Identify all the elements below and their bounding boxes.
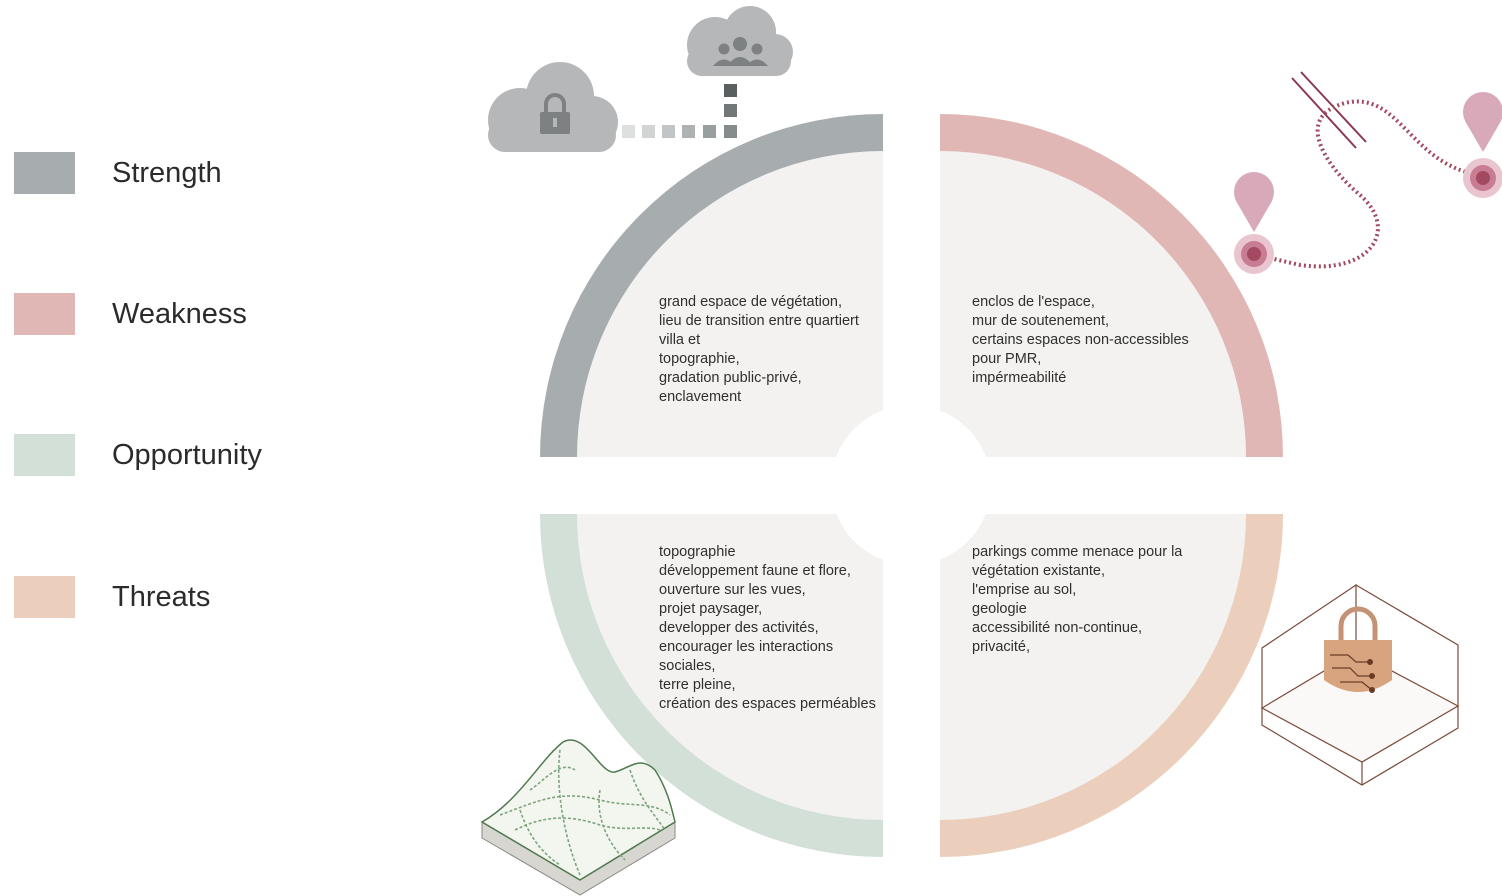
text-line: geologie [972,601,1027,617]
text-line: encourager les interactions [659,639,834,655]
strength-text: grand espace de végétation, lieu de trans… [659,293,859,407]
text-line: enclavement [659,389,742,405]
terrain-block-icon [480,739,676,896]
route-map-pins-icon [1234,71,1502,274]
legend-swatch-opportunity [14,434,75,476]
text-line: accessibilité non-continue, [972,620,1143,636]
opportunity-text: topographie développement faune et flore,… [659,543,876,714]
quadrant-weakness [940,114,1283,457]
text-line: ouverture sur les vues, [659,582,806,598]
text-line: gradation public-privé, [659,370,802,386]
center-hole [831,405,991,565]
text-line: impérmeabilité [972,370,1067,386]
legend-label-weakness: Weakness [112,297,247,330]
legend-label-opportunity: Opportunity [112,438,262,471]
text-line: villa et [659,332,701,348]
text-line: création des espaces perméables [659,696,876,712]
text-line: developper des activités, [659,620,819,636]
quadrant-threats-inner [940,514,1246,820]
quadrant-weakness-inner [940,151,1246,457]
legend-item-threats: Threats [14,575,210,619]
legend-item-opportunity: Opportunity [14,433,262,477]
text-line: certains espaces non-accessibles [972,332,1189,348]
text-line: enclos de l'espace, [972,294,1095,310]
legend-swatch-weakness [14,293,75,335]
text-line: l'emprise au sol, [972,582,1077,598]
text-line: végétation existante, [972,563,1106,579]
threats-text: parkings comme menace pour la végétation … [972,543,1182,657]
text-line: développement faune et flore, [659,563,851,579]
secure-box-lock-icon [1260,583,1460,786]
legend-label-strength: Strength [112,156,222,189]
legend-swatch-strength [14,152,75,194]
weakness-text: enclos de l'espace, mur de soutenement, ce… [972,293,1189,388]
cloud-network-lock-icon [488,6,793,152]
text-line: grand espace de végétation, [659,294,842,310]
quadrant-opportunity [540,514,883,857]
text-line: terre pleine, [659,677,736,693]
quadrant-threats [940,514,1283,857]
legend-swatch-threats [14,576,75,618]
legend-label-threats: Threats [112,580,211,613]
quadrant-opportunity-inner [577,514,883,820]
text-line: privacité, [972,639,1031,655]
quadrant-strength [540,114,883,457]
text-line: sociales, [659,658,716,674]
legend-item-weakness: Weakness [14,292,247,336]
text-line: topographie [659,544,736,560]
text-line: topographie, [659,351,740,367]
text-line: mur de soutenement, [972,313,1110,329]
text-line: projet paysager, [659,601,763,617]
text-line: parkings comme menace pour la [972,544,1183,560]
quadrant-strength-inner [577,151,883,457]
text-line: lieu de transition entre quartiert [659,313,859,329]
text-line: pour PMR, [972,351,1042,367]
legend-item-strength: Strength [14,151,222,195]
